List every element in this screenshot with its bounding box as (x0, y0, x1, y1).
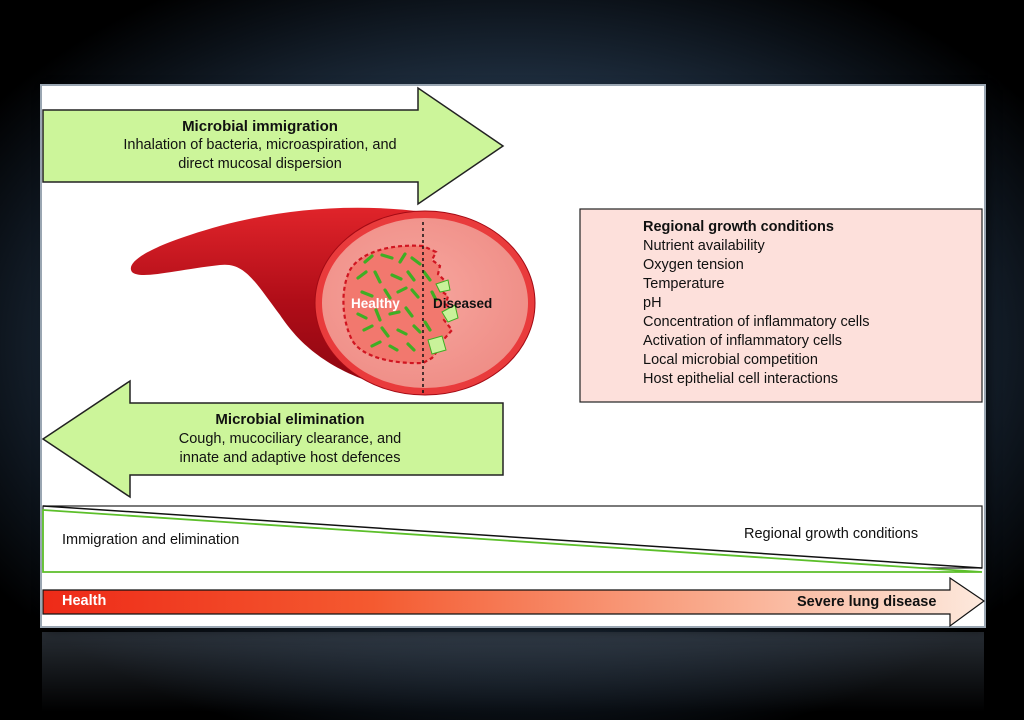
growth-condition-item: Host epithelial cell interactions (643, 371, 839, 387)
regional-growth-label: Regional growth conditions (744, 526, 919, 542)
immigration-line-1: Inhalation of bacteria, microaspiration,… (123, 137, 397, 153)
immigration-arrow (42, 86, 505, 206)
diseased-patch (427, 335, 447, 355)
immigration-title: Microbial immigration (182, 118, 338, 135)
growth-condition-item: Local microbial competition (643, 352, 818, 368)
healthy-label: Healthy (351, 296, 400, 311)
diseased-patch (441, 304, 459, 323)
elimination-arrow (41, 379, 504, 499)
elimination-line-1: Cough, mucociliary clearance, and (178, 431, 402, 447)
growth-conditions-list: Regional growth conditions Nutrient avai… (643, 218, 869, 389)
bacteria (356, 252, 438, 352)
health-label: Health (62, 593, 107, 609)
regional-wedge-edge (42, 505, 983, 569)
slide-reflection (42, 632, 984, 712)
elimination-title: Microbial elimination (215, 411, 365, 428)
diseased-label: Diseased (433, 296, 493, 311)
immigration-line-2: direct mucosal dispersion (178, 156, 342, 172)
growth-condition-item: pH (643, 295, 662, 311)
diseased-patch (435, 279, 451, 293)
airway-illustration (130, 207, 536, 396)
growth-condition-item: Temperature (643, 276, 725, 292)
growth-condition-item: Activation of inflammatory cells (643, 333, 843, 349)
immigration-elimination-label: Immigration and elimination (62, 532, 240, 548)
spectrum-arrow (42, 576, 986, 628)
growth-condition-item: Nutrient availability (643, 238, 765, 254)
growth-conditions-title: Regional growth conditions (643, 219, 834, 235)
severe-lung-disease-label: Severe lung disease (797, 594, 937, 610)
growth-conditions-box (579, 208, 983, 403)
immigration-wedge (42, 509, 983, 573)
growth-condition-item: Oxygen tension (643, 257, 744, 273)
growth-condition-item: Concentration of inflammatory cells (643, 314, 870, 330)
elimination-line-2: innate and adaptive host defences (179, 450, 401, 466)
